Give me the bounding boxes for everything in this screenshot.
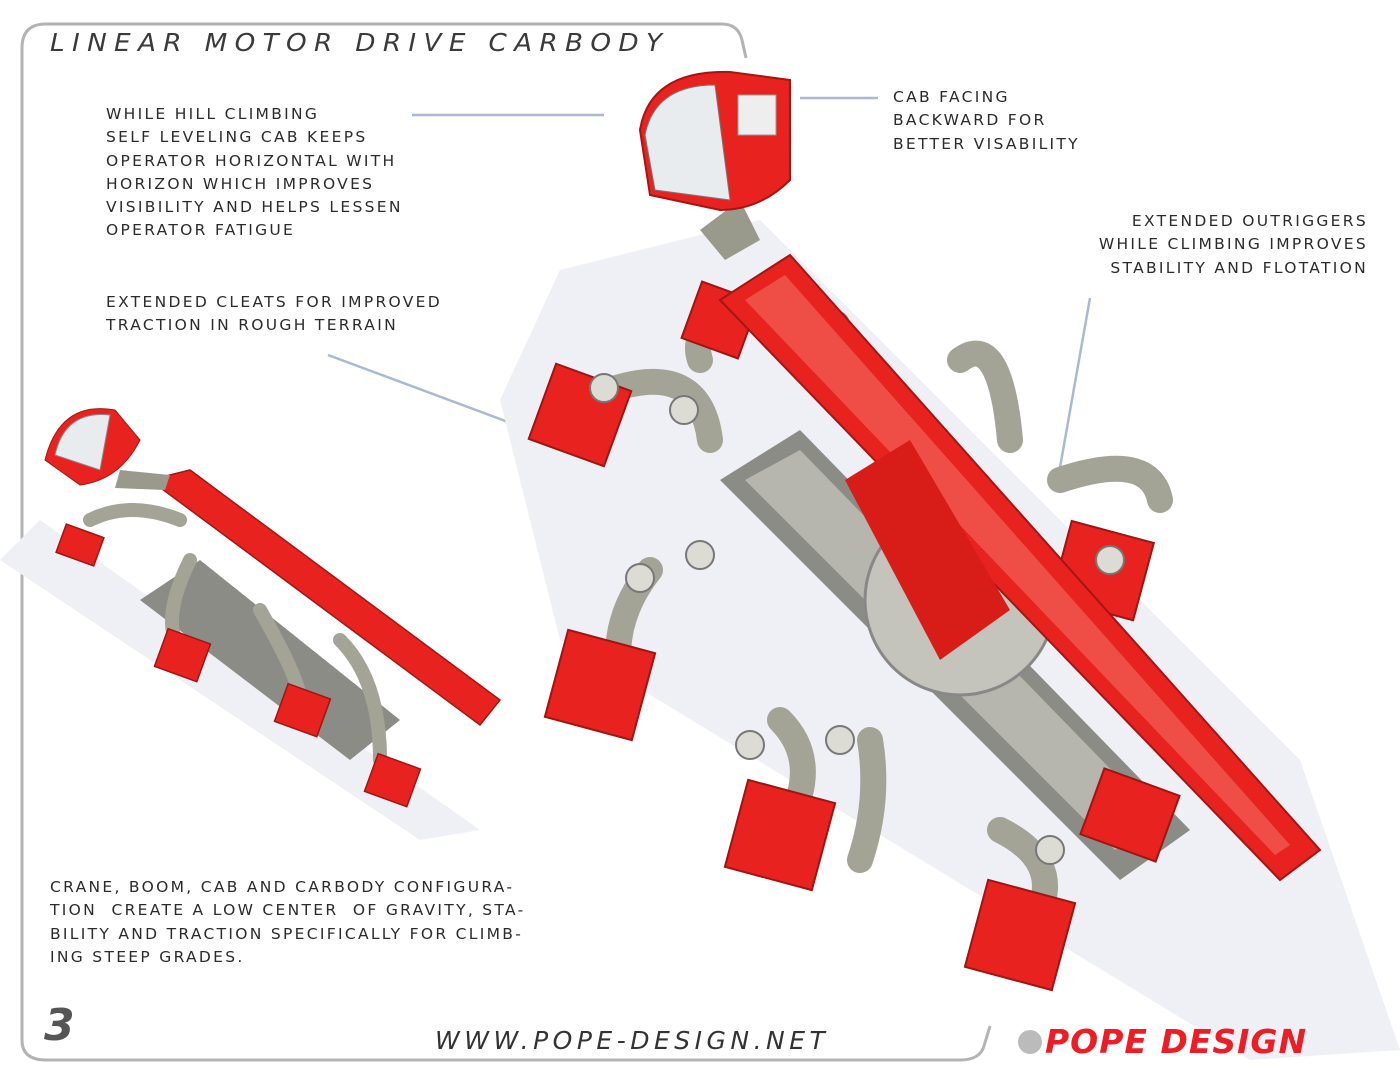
callout-configuration: CRANE, BOOM, CAB AND CARBODY CONFIGURA- …: [50, 878, 526, 966]
small-carbody-render: [44, 408, 502, 808]
large-carbody-render: [527, 70, 1322, 992]
gear-logo-icon: [1018, 1030, 1042, 1054]
callout-self-leveling-cab: WHILE HILL CLIMBING SELF LEVELING CAB KE…: [106, 105, 403, 240]
pope-design-logo: POPE DESIGN: [1045, 1022, 1308, 1061]
website-link[interactable]: WWW.POPE-DESIGN.NET: [435, 1026, 830, 1055]
page-number: 3: [44, 1000, 75, 1051]
callout-cab-facing: CAB FACING BACKWARD FOR BETTER VISABILIT…: [893, 88, 1080, 153]
page-frame: [20, 22, 992, 1062]
callout-cleats: EXTENDED CLEATS FOR IMPROVED TRACTION IN…: [106, 293, 443, 335]
page-title: LINEAR MOTOR DRIVE CARBODY: [50, 28, 670, 57]
callout-outriggers: EXTENDED OUTRIGGERS WHILE CLIMBING IMPRO…: [1098, 212, 1368, 277]
